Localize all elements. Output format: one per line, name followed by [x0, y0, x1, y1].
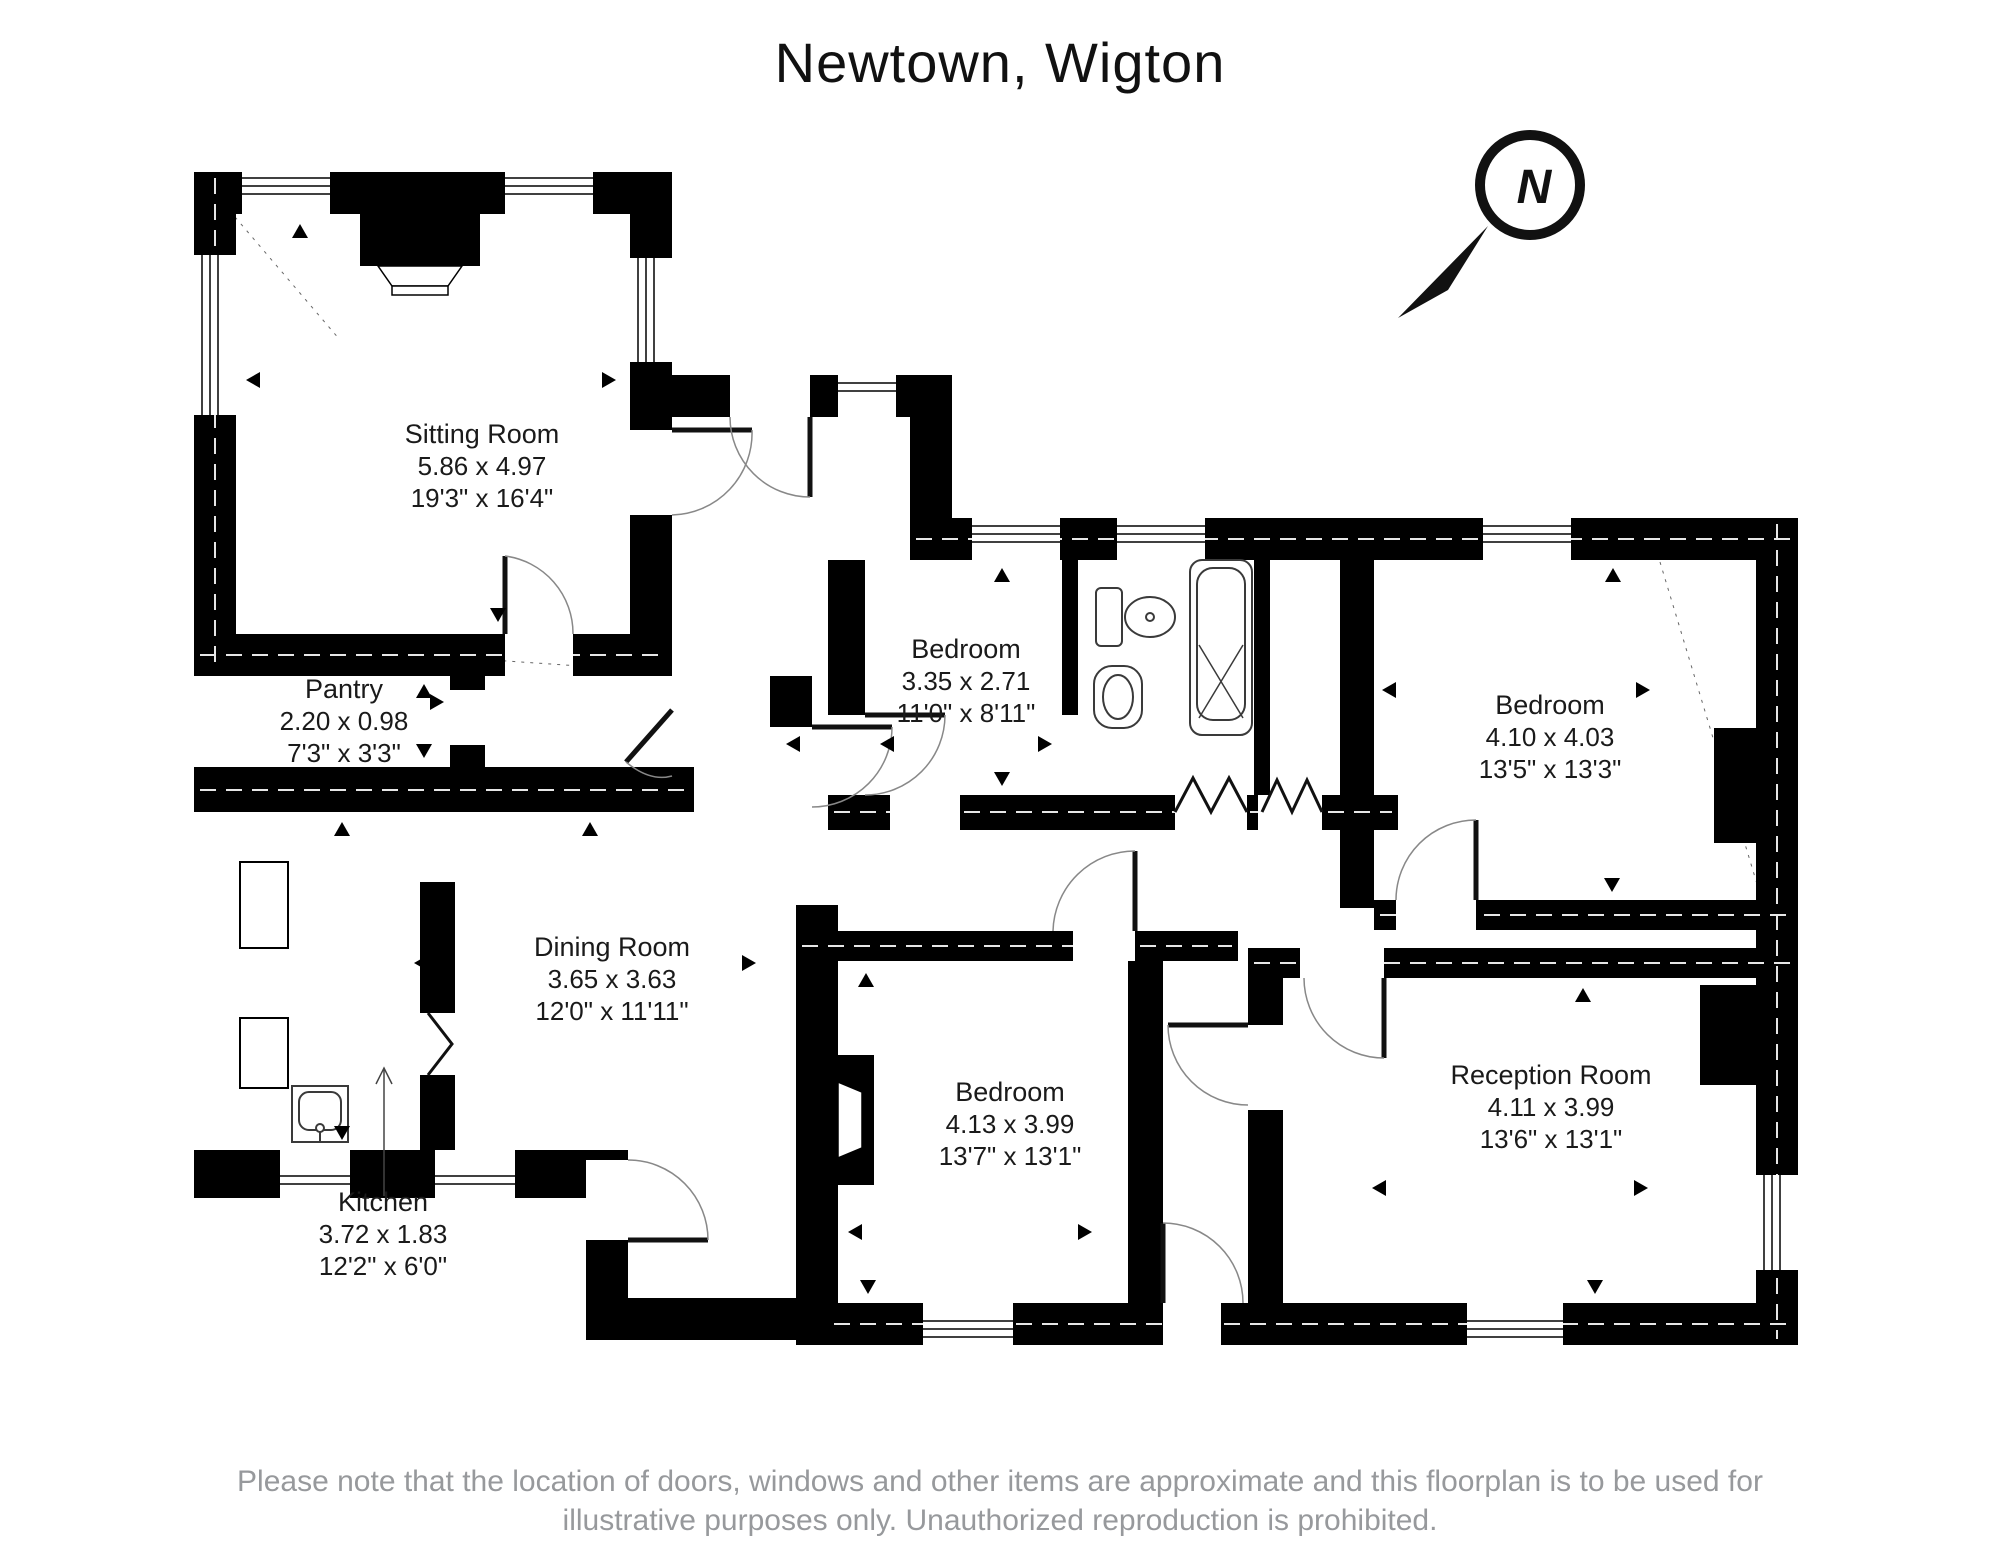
dimension-arrows: [246, 224, 1650, 1294]
room-imperial-dimensions: 13'7" x 13'1": [938, 1141, 1082, 1171]
window: [435, 1150, 515, 1198]
window: [280, 1150, 350, 1198]
window: [1756, 1175, 1798, 1270]
room-label-bedroom-top: Bedroom 3.35 x 2.71 11'0" x 8'11": [897, 633, 1036, 729]
room-imperial-dimensions: 12'2" x 6'0": [318, 1251, 448, 1281]
room-name: Reception Room: [1450, 1060, 1652, 1090]
windows: [194, 172, 1798, 1345]
kitchen-sink-icon: [291, 1085, 349, 1143]
fireplaces: [376, 265, 863, 1160]
room-label-pantry: Pantry 2.20 x 0.98 7'3" x 3'3": [280, 673, 409, 769]
window: [923, 1303, 1013, 1345]
window: [194, 255, 236, 415]
room-name: Pantry: [304, 674, 384, 704]
fireplace: [376, 265, 464, 287]
room-metric-dimensions: 2.20 x 0.98: [279, 706, 409, 736]
fixtures: [239, 559, 1253, 1143]
room-imperial-dimensions: 11'0" x 8'11": [896, 698, 1036, 728]
bifold-door: [426, 1012, 454, 1076]
door-arc: [627, 1159, 709, 1241]
room-name: Sitting Room: [404, 419, 560, 449]
window: [838, 375, 896, 417]
room-label-kitchen: Kitchen 3.72 x 1.83 12'2" x 6'0": [319, 1186, 448, 1282]
room-metric-dimensions: 3.35 x 2.71: [901, 666, 1031, 696]
room-metric-dimensions: 5.86 x 4.97: [417, 451, 547, 481]
window: [972, 518, 1060, 560]
basin-icon: [1093, 665, 1143, 729]
window: [630, 258, 672, 362]
door-arc: [671, 429, 753, 516]
room-metric-dimensions: 3.65 x 3.63: [547, 964, 677, 994]
window: [505, 172, 593, 214]
room-label-dining-room: Dining Room 3.65 x 3.63 12'0" x 11'11": [534, 931, 690, 1027]
door-arc: [864, 714, 946, 796]
window: [1467, 1303, 1563, 1345]
kitchen-counter: [239, 861, 289, 1089]
window: [1483, 518, 1571, 560]
door-arc: [1395, 819, 1477, 901]
door-arc: [1052, 850, 1136, 932]
door-arc: [1162, 1222, 1244, 1304]
door-arc: [729, 416, 811, 498]
page-title: Newtown, Wigton: [774, 31, 1226, 94]
room-label-sitting-room: Sitting Room 5.86 x 4.97 19'3" x 16'4": [405, 418, 560, 514]
room-imperial-dimensions: 13'5" x 13'3": [1478, 754, 1622, 784]
room-name: Bedroom: [911, 634, 1021, 664]
bathtub-icon: [1189, 559, 1253, 736]
fireplace: [837, 1080, 863, 1160]
room-name: Bedroom: [955, 1077, 1065, 1107]
room-metric-dimensions: 4.11 x 3.99: [1487, 1092, 1615, 1122]
door-arc: [504, 555, 574, 635]
compass-label: N: [1517, 161, 1553, 214]
room-name: Dining Room: [533, 932, 691, 962]
toilet-icon: [1095, 587, 1176, 647]
disclaimer-text: Please note that the location of doors, …: [237, 1465, 1763, 1537]
room-metric-dimensions: 4.10 x 4.03: [1485, 722, 1615, 752]
door-arc: [625, 761, 673, 779]
room-label-reception-room: Reception Room 4.11 x 3.99 13'6" x 13'1": [1450, 1059, 1651, 1155]
room-metric-dimensions: 3.72 x 1.83: [318, 1219, 448, 1249]
room-name: Kitchen: [337, 1187, 429, 1217]
room-metric-dimensions: 4.13 x 3.99: [945, 1109, 1075, 1139]
door-arc: [1303, 977, 1385, 1059]
room-imperial-dimensions: 7'3" x 3'3": [287, 738, 401, 768]
room-imperial-dimensions: 12'0" x 11'11": [535, 996, 689, 1026]
compass-north-icon: N: [1396, 130, 1585, 320]
kitchen-label-pointer: [375, 1066, 393, 1196]
door-leaf: [624, 708, 674, 764]
door-arc: [1167, 1024, 1249, 1106]
bifold-door: [1260, 776, 1324, 816]
room-label-bedroom-bottom: Bedroom 4.13 x 3.99 13'7" x 13'1": [939, 1076, 1082, 1172]
room-label-bedroom-right: Bedroom 4.10 x 4.03 13'5" x 13'3": [1479, 689, 1622, 785]
room-imperial-dimensions: 19'3" x 16'4": [410, 483, 554, 513]
window: [242, 172, 330, 214]
bifold-door: [1173, 774, 1249, 816]
hearth: [391, 285, 449, 296]
window: [1117, 518, 1205, 560]
room-name: Bedroom: [1495, 690, 1605, 720]
doors: [426, 416, 1479, 1304]
room-imperial-dimensions: 13'6" x 13'1": [1479, 1124, 1623, 1154]
